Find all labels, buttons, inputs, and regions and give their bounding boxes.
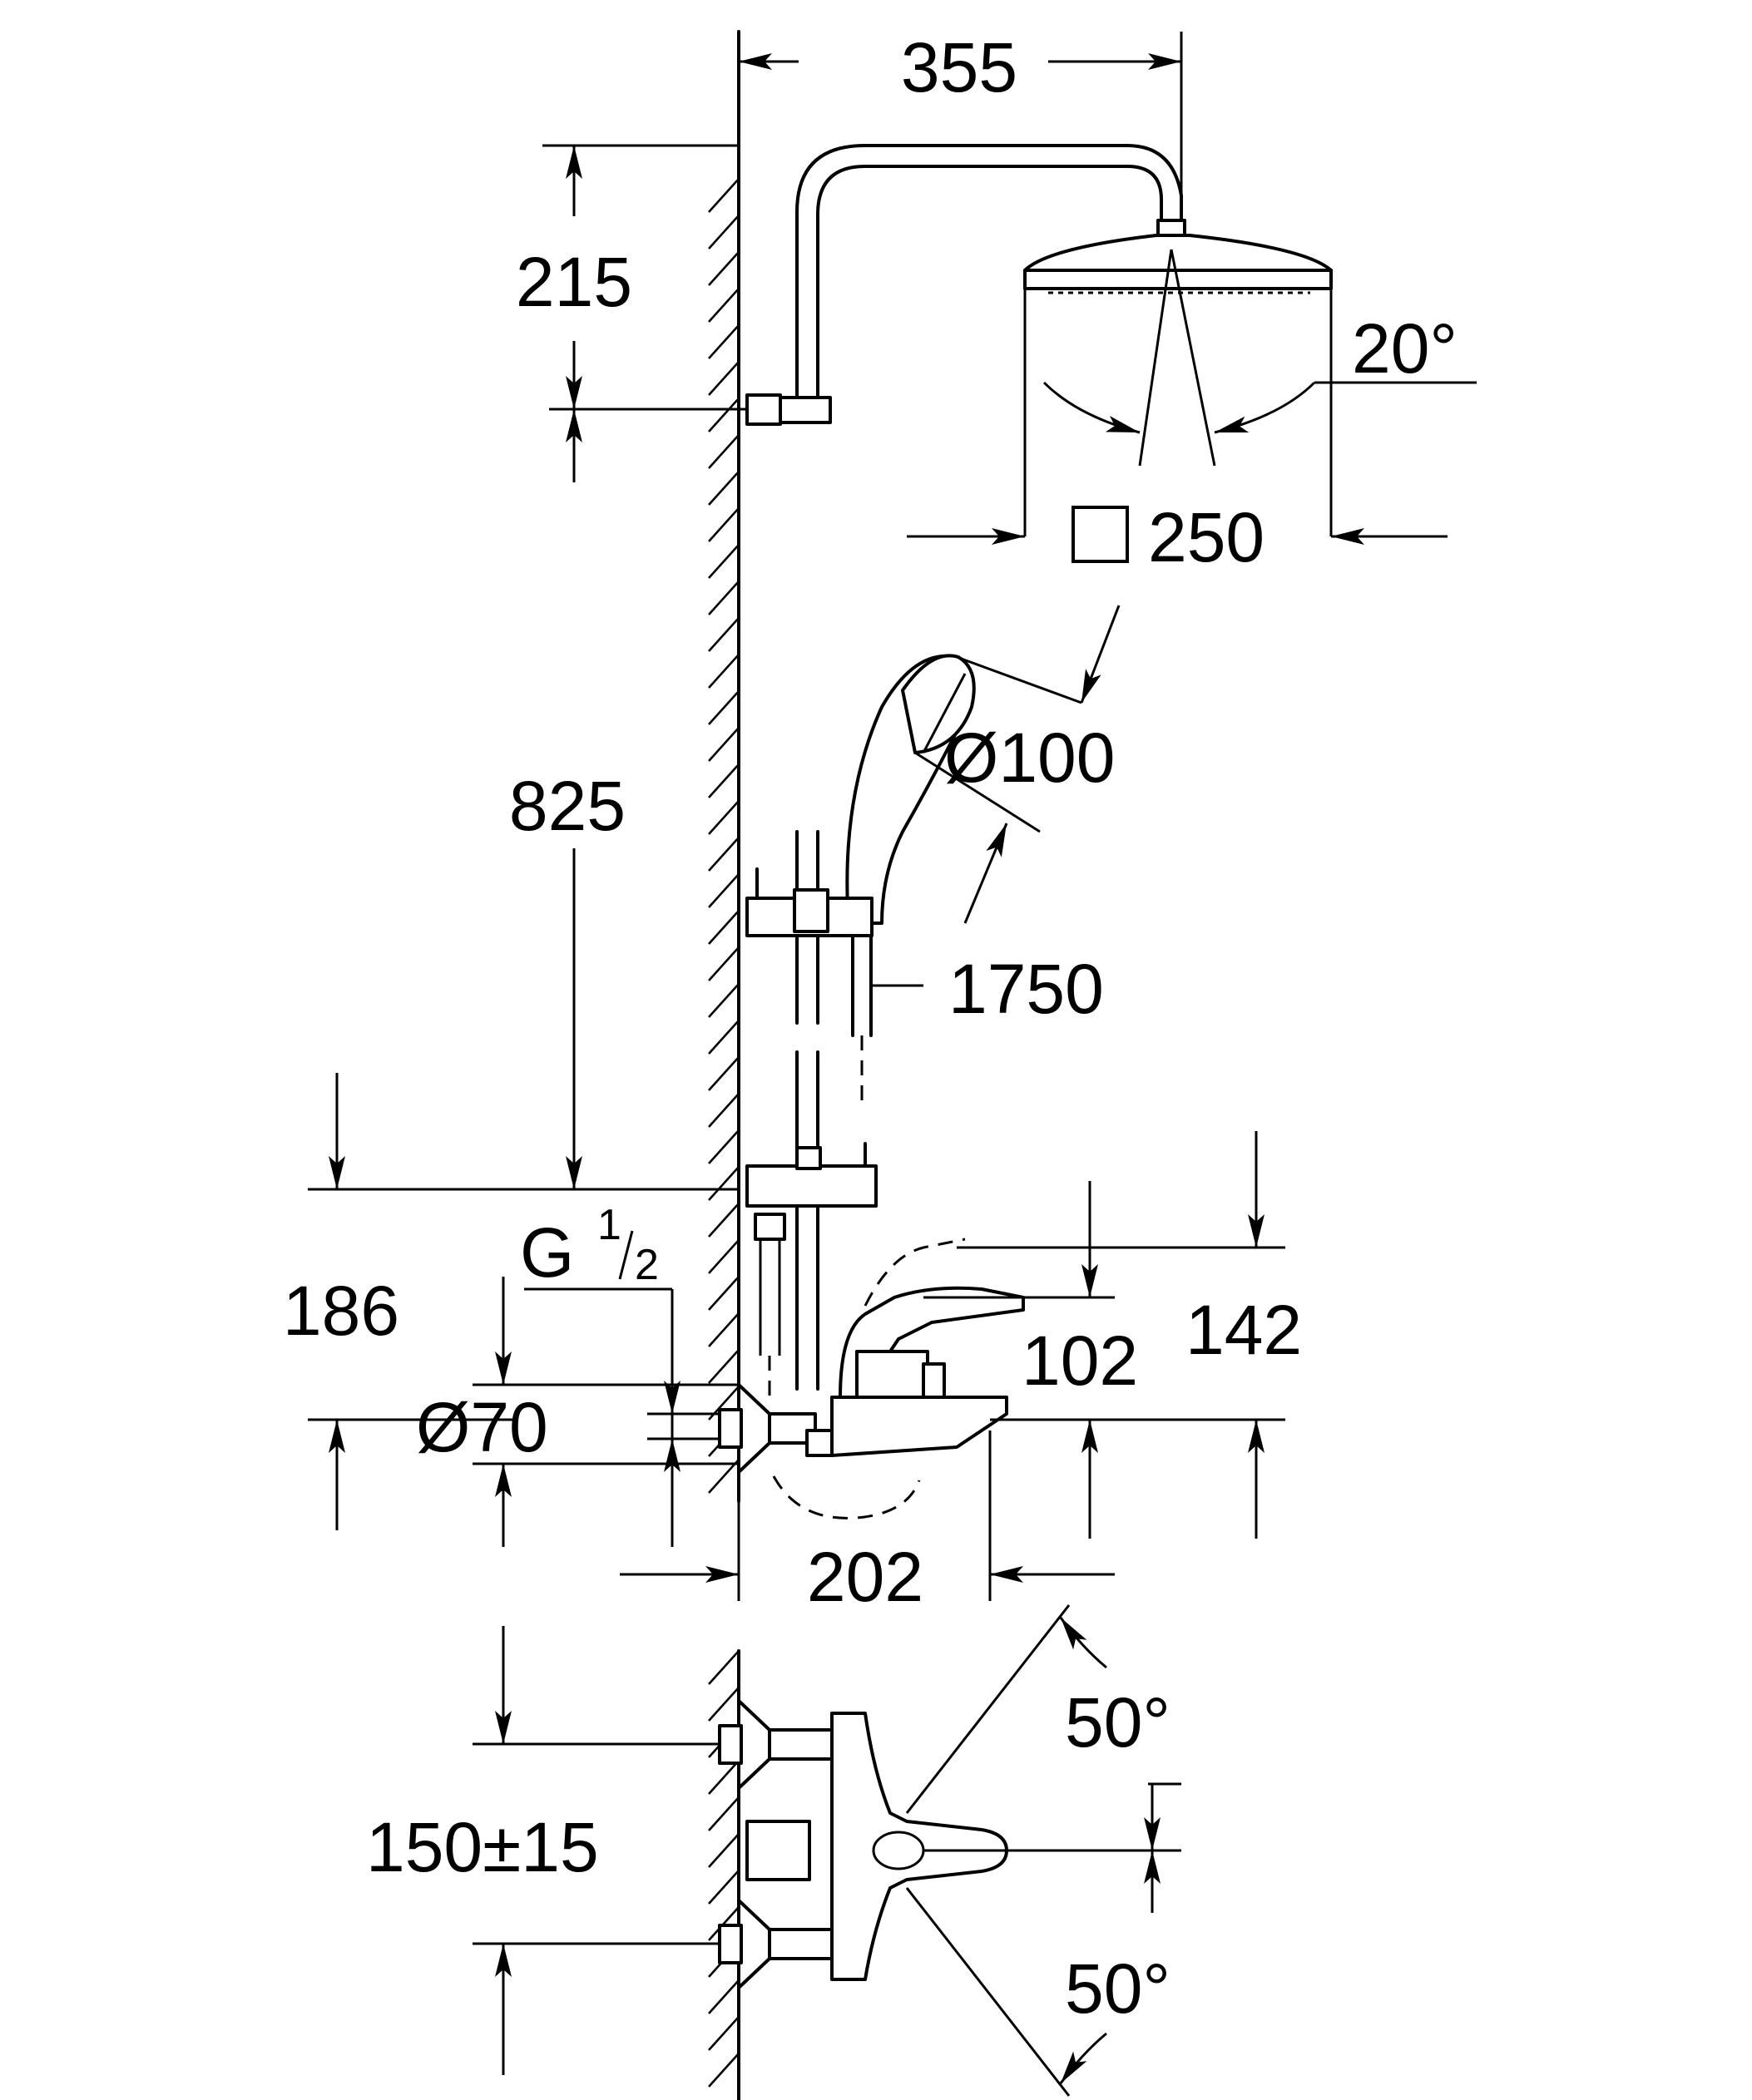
wall-hatch-line xyxy=(708,1796,740,1831)
lower-rail-segments xyxy=(795,934,819,1149)
upper-wall-bracket xyxy=(549,393,832,426)
wall-hatch-line xyxy=(708,507,740,542)
wall-hatch-line xyxy=(708,800,740,835)
wall-hatch-line xyxy=(708,251,740,286)
wall-hatch-line xyxy=(708,361,740,396)
dimension-lines xyxy=(308,32,1477,2084)
wall-hatch-line xyxy=(708,1276,740,1311)
label-inlet-thread-g: G xyxy=(520,1213,574,1292)
fraction-slash xyxy=(618,1230,634,1280)
wall-hatch-line xyxy=(708,544,740,579)
label-spray-angle: 20° xyxy=(1352,309,1458,388)
wall-hatch-line xyxy=(708,288,740,323)
label-width-total: 355 xyxy=(901,28,1017,106)
wall-hatch-line xyxy=(708,1650,740,1685)
wall-hatch-line xyxy=(708,910,740,945)
hand-shower xyxy=(845,654,976,1106)
label-centres: 150±15 xyxy=(366,1808,599,1886)
label-inlet-thread-den: 2 xyxy=(635,1241,659,1289)
label-escutcheon-dia: Ø70 xyxy=(416,1388,548,1466)
wall-hatch-line xyxy=(708,983,740,1018)
wall-hatch-line xyxy=(708,690,740,725)
label-head-size: 250 xyxy=(1148,498,1265,576)
wall-hatch-line xyxy=(708,324,740,359)
label-lever-angle-bottom: 50° xyxy=(1065,1949,1170,2028)
label-hand-shower-dia: Ø100 xyxy=(944,719,1116,797)
label-head-drop: 215 xyxy=(516,243,632,321)
wall-hatch-line xyxy=(708,434,740,469)
wall-hatch-line xyxy=(708,1979,740,2014)
wall-hatch-line xyxy=(708,1870,740,1905)
label-lever-angle-top: 50° xyxy=(1065,1683,1170,1762)
wall-hatch-line xyxy=(708,1020,740,1055)
dimension-labels: 355 215 825 20° 250 Ø100 1750 G 1 2 186 … xyxy=(283,28,1458,2028)
wall-hatch-line xyxy=(708,1203,740,1238)
diverter-bracket xyxy=(745,1142,878,1406)
label-mixer-height-b: 142 xyxy=(1185,1291,1302,1369)
wall-hatch-line xyxy=(708,471,740,506)
wall-lower xyxy=(708,1649,740,2100)
wall-hatch-line xyxy=(708,1093,740,1128)
wall-hatch-line xyxy=(708,398,740,432)
wall-hatch-line xyxy=(708,837,740,872)
wall-hatch-line xyxy=(708,1129,740,1164)
wall-hatch-line xyxy=(708,581,740,615)
wall-hatch-line xyxy=(708,1833,740,1868)
wall-hatch-line xyxy=(708,727,740,762)
wall-hatch-line xyxy=(708,2053,740,2088)
label-projection: 202 xyxy=(807,1538,923,1616)
wall-hatch-line xyxy=(708,1056,740,1091)
hand-shower-holder xyxy=(745,867,874,937)
wall-hatch-line xyxy=(708,763,740,798)
wall-hatch-line xyxy=(708,654,740,689)
label-inlet-thread-num: 1 xyxy=(597,1201,621,1249)
label-rail-height: 825 xyxy=(509,767,626,845)
wall-hatch-line xyxy=(708,215,740,250)
wall-hatch-line xyxy=(708,2016,740,2051)
wall-hatch-line xyxy=(708,1349,740,1384)
label-inlet-height: 186 xyxy=(283,1272,399,1350)
wall-hatch-line xyxy=(708,617,740,652)
wall-hatch-line xyxy=(708,178,740,213)
wall-hatch-line xyxy=(708,946,740,981)
wall-hatch-line xyxy=(708,1239,740,1274)
wall-hatch-line xyxy=(708,1760,740,1795)
head-shower xyxy=(1023,219,1333,536)
label-mixer-height-a: 102 xyxy=(1022,1322,1138,1400)
wall-upper xyxy=(708,30,740,1503)
wall-hatch-line xyxy=(708,1312,740,1347)
wall-hatch-line xyxy=(708,1687,740,1722)
wall-hatch-line xyxy=(708,1459,740,1494)
wall-hatch-line xyxy=(708,1166,740,1201)
bath-mixer-side xyxy=(718,1238,1025,1519)
wall-hatch-line xyxy=(708,873,740,908)
square-symbol-icon xyxy=(1071,506,1129,563)
label-hose-length: 1750 xyxy=(948,950,1104,1028)
